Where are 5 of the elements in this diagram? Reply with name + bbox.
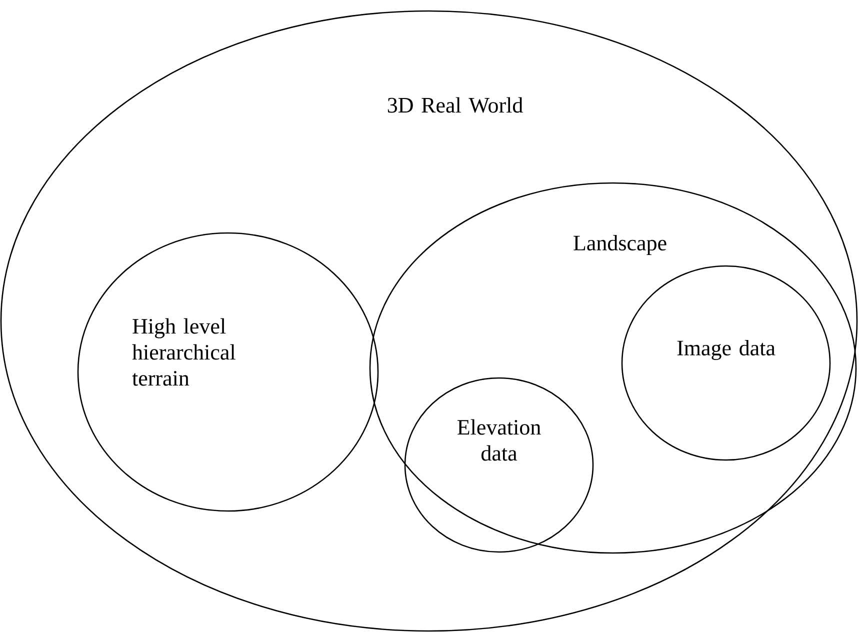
node-label: Image data (677, 340, 776, 360)
node-label: 3D Real World (388, 97, 523, 113)
node-label: Elevation data (457, 419, 541, 461)
node-label: High level hierarchical terrain (132, 318, 236, 386)
node-label: Landscape (574, 235, 666, 255)
